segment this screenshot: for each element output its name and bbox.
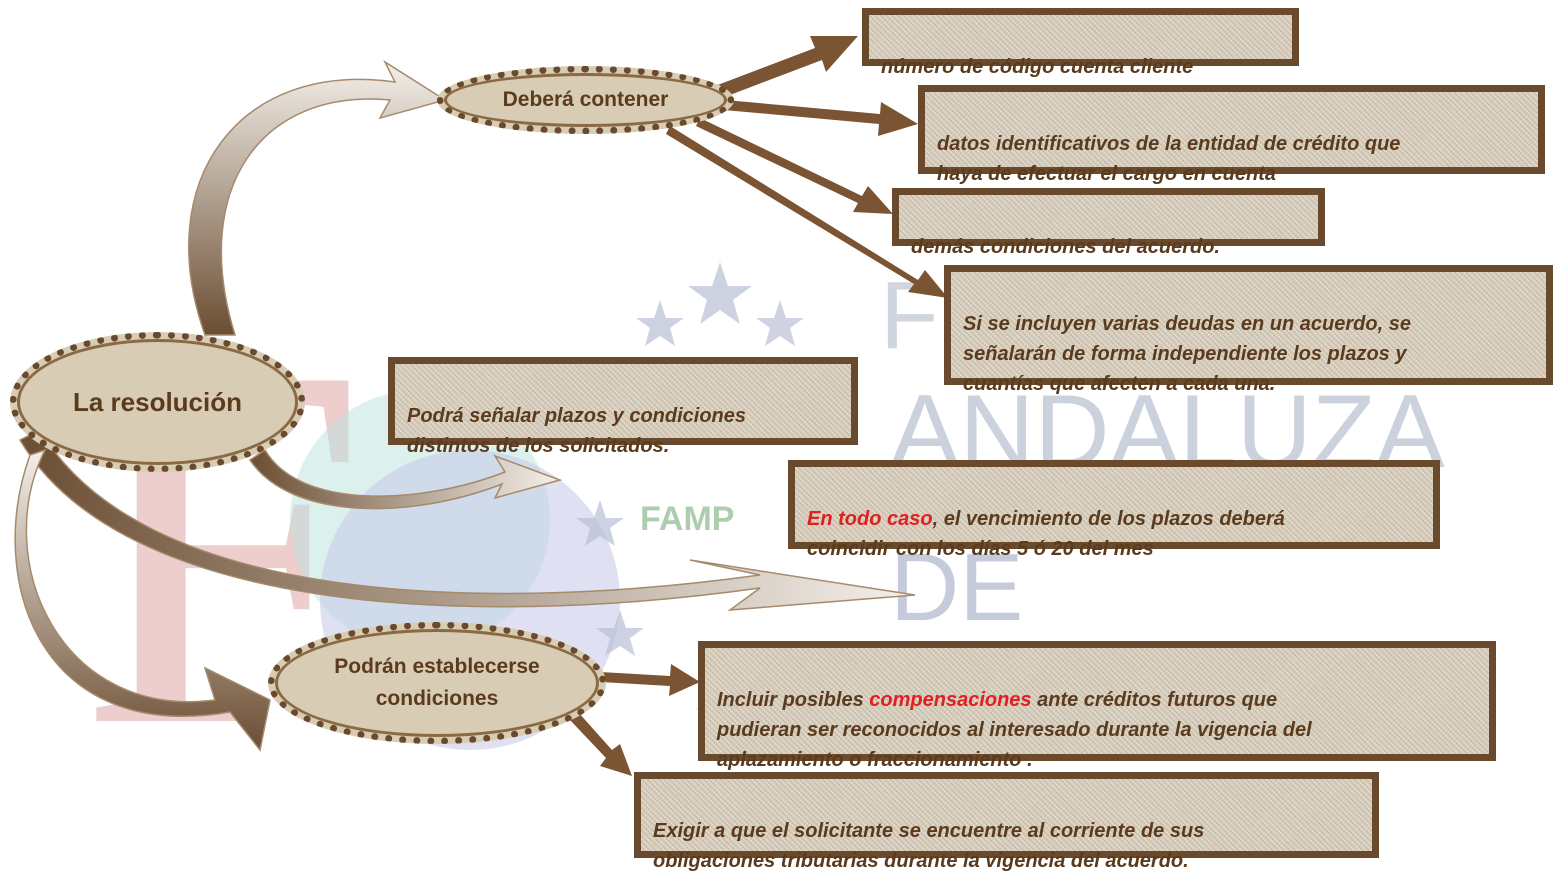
node-podran-establecerse: Podrán establecerse condiciones <box>268 622 606 744</box>
box-demas-condiciones: demás condiciones del acuerdo. <box>892 188 1325 258</box>
box-en-todo-caso-text: , el vencimiento de los plazos deberá co… <box>807 508 1285 560</box>
box-incluir-text-1: Incluir posibles <box>717 689 870 711</box>
box-exigir: Exigir a que el solicitante se encuentre… <box>634 772 1379 872</box>
box-varias-deudas-text: Si se incluyen varias deudas en un acuer… <box>963 313 1411 395</box>
straight-arrows-podran <box>570 664 700 776</box>
box-numero-codigo: número de código cuenta cliente <box>862 8 1299 78</box>
curved-arrow-to-podra <box>248 448 563 510</box>
arrow-to-datos <box>724 100 918 136</box>
node-podran-label-2: condiciones <box>375 687 499 710</box>
box-demas-condiciones-text: demás condiciones del acuerdo. <box>911 236 1220 258</box>
box-incluir-highlight: compensaciones <box>869 689 1032 711</box>
box-datos-identificativos-text: datos identificativos de la entidad de c… <box>937 133 1401 185</box>
box-en-todo-caso: En todo caso, el vencimiento de los plaz… <box>788 460 1440 560</box>
box-datos-identificativos: datos identificativos de la entidad de c… <box>918 85 1545 185</box>
arrow-to-demas <box>696 118 893 214</box>
box-en-todo-caso-highlight: En todo caso <box>807 508 933 530</box>
arrow-to-incluir <box>600 664 700 696</box>
curved-arrow-to-debera <box>188 59 447 336</box>
arrow-to-varias <box>666 126 948 298</box>
arrow-to-exigir <box>570 712 632 776</box>
node-debera-contener-label: Deberá contener <box>502 88 669 111</box>
node-la-resolucion: La resolución <box>10 332 305 472</box>
straight-arrows-debera <box>666 36 948 298</box>
curved-arrow-to-podran <box>14 448 271 752</box>
node-la-resolucion-label: La resolución <box>72 386 243 417</box>
box-incluir-text-2: ante créditos futuros que pudieran ser r… <box>717 689 1312 771</box>
node-debera-contener: Deberá contener <box>437 66 734 134</box>
arrow-to-codigo <box>715 36 858 98</box>
box-incluir-compensaciones: Incluir posibles compensaciones ante cré… <box>698 641 1496 771</box>
curved-arrow-to-todo-caso <box>18 429 916 611</box>
box-varias-deudas: Si se incluyen varias deudas en un acuer… <box>944 265 1553 395</box>
box-numero-codigo-text: número de código cuenta cliente <box>881 56 1194 78</box>
box-podra-senalar: Podrá señalar plazos y condiciones disti… <box>388 357 858 457</box>
box-podra-senalar-text: Podrá señalar plazos y condiciones disti… <box>407 405 747 457</box>
node-podran-label-1: Podrán establecerse <box>334 655 540 678</box>
box-exigir-text: Exigir a que el solicitante se encuentre… <box>653 820 1205 872</box>
